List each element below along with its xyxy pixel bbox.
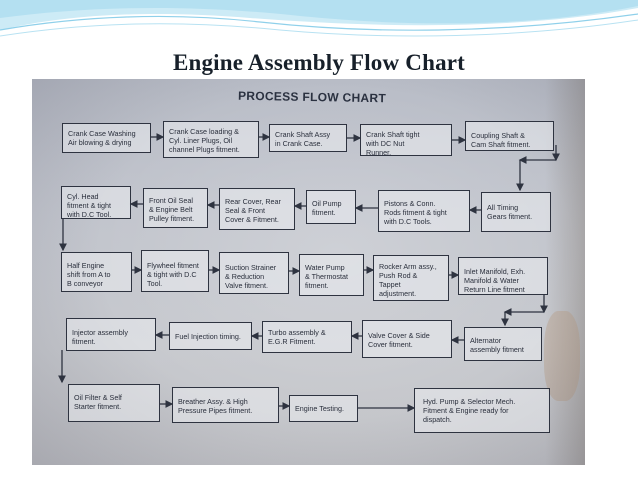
flow-step: Engine Testing.: [289, 395, 358, 422]
flow-step: Oil Filter & Self Starter fitment.: [68, 384, 160, 422]
flow-step: Suction Strainer & Reduction Valve fitme…: [219, 252, 289, 294]
flow-step: Cyl. Head fitment & tight with D.C Tool.: [61, 186, 131, 219]
flow-step: Crank Case loading & Cyl. Liner Plugs, O…: [163, 121, 259, 158]
slide-title: Engine Assembly Flow Chart: [172, 50, 466, 75]
flow-step: Front Oil Seal & Engine Belt Pulley fitm…: [143, 188, 208, 228]
flow-step: Inlet Manifold, Exh. Manifold & Water Re…: [458, 257, 548, 295]
photo-stain: [544, 311, 580, 401]
flow-step: Rear Cover, Rear Seal & Front Cover & Fi…: [219, 188, 295, 230]
flow-step: Crank Shaft tight with DC Nut Runner.: [360, 124, 452, 157]
flow-step: Crank Shaft Assy in Crank Case.: [269, 124, 347, 152]
flow-step: Injector assembly fitment.: [66, 318, 156, 351]
flow-step: Flywheel fitment & tight with D.C Tool.: [141, 250, 209, 292]
flow-step: Hyd. Pump & Selector Mech. Fitment & Eng…: [414, 388, 550, 433]
flow-step: Crank Case Washing Air blowing & drying: [62, 123, 151, 153]
flow-step: All Timing Gears fitment.: [481, 192, 551, 232]
decorative-wave-banner: [0, 0, 638, 37]
flow-step: Half Engine shift from A to B conveyor: [61, 252, 132, 292]
flow-step: Turbo assembly & E.G.R Fitment.: [262, 321, 352, 353]
flow-step: Fuel Injection timing.: [169, 322, 252, 350]
flow-step: Coupling Shaft & Cam Shaft fitment.: [465, 121, 554, 151]
flow-step: Water Pump & Thermostat fitment.: [299, 254, 364, 296]
flow-step: Rocker Arm assy., Push Rod & Tappet adju…: [373, 255, 449, 301]
flow-step: Valve Cover & Side Cover fitment.: [362, 320, 452, 358]
flow-step: Pistons & Conn. Rods fitment & tight wit…: [378, 190, 470, 232]
flow-step: Breather Assy. & High Pressure Pipes fit…: [172, 387, 279, 423]
flow-step: Alternator assembly fitment: [464, 327, 542, 361]
flow-step: Oil Pump fitment.: [306, 190, 356, 224]
